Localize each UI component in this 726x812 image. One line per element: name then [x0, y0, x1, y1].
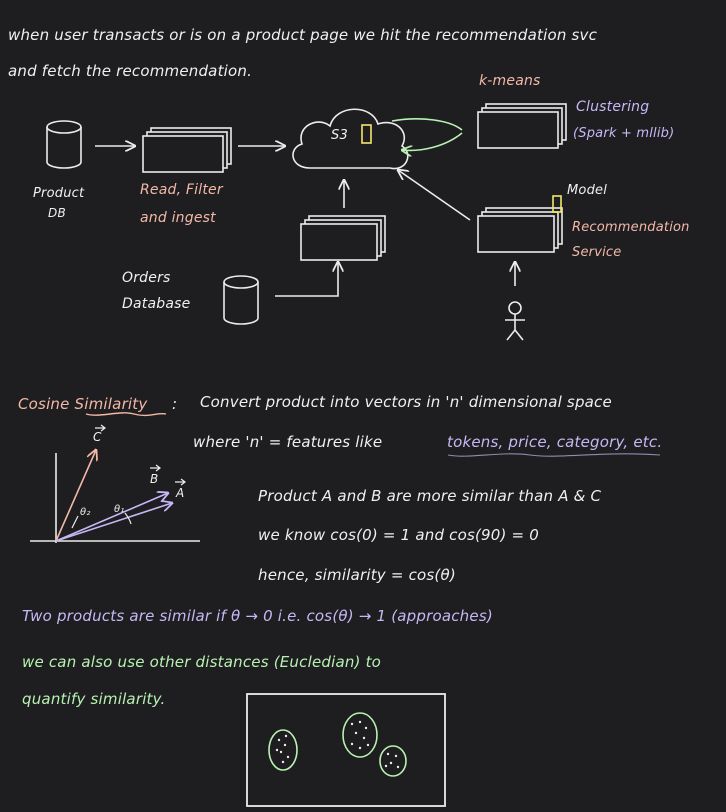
cluster-blob-3	[379, 745, 407, 777]
kmeans-label: k-means	[479, 73, 541, 89]
ingest-label-2: and ingest	[140, 210, 216, 226]
s3-cloud-icon	[292, 108, 409, 170]
ingest-job-stack-icon	[142, 127, 232, 173]
orders-ingest-stack-icon	[300, 215, 386, 261]
model-marker-icon	[552, 195, 562, 213]
ingest-label: Read, Filter	[140, 182, 223, 198]
cluster-blob-1	[268, 729, 298, 771]
intro-line-2: and fetch the recommendation.	[8, 62, 253, 80]
vector-a-label: A	[176, 486, 185, 500]
product-db-label-2: DB	[48, 206, 66, 220]
vector-axes	[30, 453, 200, 543]
vector-a-arrow	[55, 503, 172, 542]
cluster-visual-box	[246, 693, 446, 807]
vector-b-arrow	[55, 493, 168, 542]
cosine-line-c: hence, similarity = cos(θ)	[258, 566, 456, 584]
green-curve-back	[402, 132, 463, 150]
s3-label: S3	[331, 128, 348, 143]
cosine-desc-2: where 'n' = features like	[193, 433, 383, 451]
cosine-heading: Cosine Similarity	[18, 395, 148, 413]
cosine-desc-1: Convert product into vectors in 'n' dime…	[200, 393, 612, 411]
product-db-icon	[46, 120, 82, 169]
summary-line-3: quantify similarity.	[22, 690, 166, 708]
orders-db-label: Orders	[122, 270, 171, 286]
rec-service-label: Recommendation	[572, 220, 690, 235]
green-curve-out	[391, 118, 463, 131]
model-label: Model	[567, 183, 608, 198]
cosine-line-a: Product A and B are more similar than A …	[258, 487, 602, 505]
summary-line-2: we can also use other distances (Eucledi…	[22, 653, 382, 671]
cosine-features: tokens, price, category, etc.	[447, 433, 663, 451]
theta-1-label: θ₁	[114, 504, 125, 515]
summary-line-1: Two products are similar if θ → 0 i.e. c…	[22, 607, 493, 625]
rec-service-label-2: Service	[572, 245, 622, 260]
cluster-points	[275, 720, 400, 769]
intro-line-1: when user transacts or is on a product p…	[8, 26, 598, 44]
orders-db-icon	[223, 275, 259, 325]
product-db-label: Product	[33, 186, 85, 201]
recommendation-service-stack-icon	[477, 207, 563, 253]
cosine-colon: :	[172, 395, 178, 413]
clustering-label-2: (Spark + mllib)	[573, 126, 675, 141]
user-figure-icon	[505, 301, 525, 341]
clustering-job-stack-icon	[477, 103, 567, 149]
cluster-blob-2	[342, 712, 378, 758]
clustering-label: Clustering	[576, 99, 650, 115]
cosine-line-b: we know cos(0) = 1 and cos(90) = 0	[258, 526, 540, 544]
theta-2-label: θ₂	[80, 507, 91, 518]
vector-c-arrow	[55, 450, 96, 542]
vector-b-label: B	[150, 472, 159, 486]
s3-storage-marker-icon	[361, 124, 372, 144]
vector-c-label: C	[93, 430, 102, 444]
orders-db-label-2: Database	[122, 296, 191, 312]
